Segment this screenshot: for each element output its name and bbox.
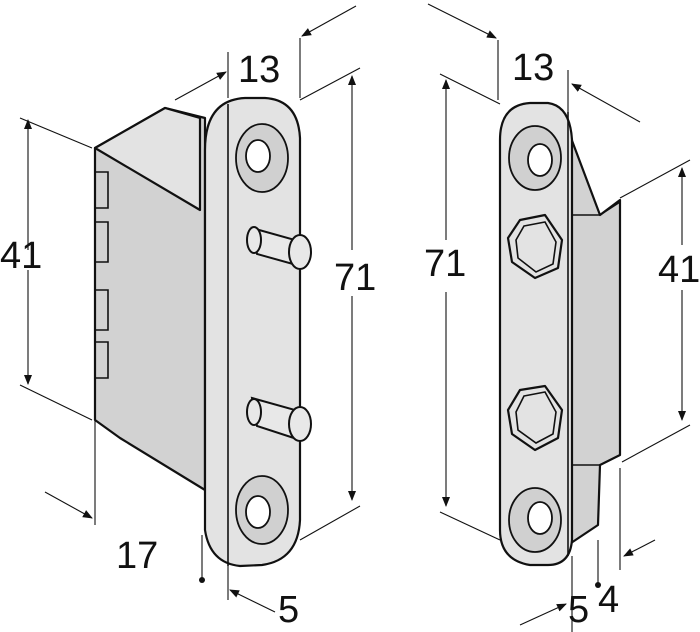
- right-dim-height-body: 41: [658, 249, 700, 291]
- right-dim-offset: 4: [598, 579, 619, 621]
- left-connector-part: [93, 96, 312, 568]
- right-dim-width-top: 13: [512, 47, 554, 89]
- left-dim-depth: 17: [116, 535, 158, 577]
- right-top-screw-hole-inner: [527, 143, 553, 177]
- left-upper-pin: [246, 226, 312, 270]
- right-dim-height-total: 71: [424, 243, 466, 285]
- left-top-screw-hole-inner: [245, 139, 271, 173]
- left-dim-height-body: 41: [0, 235, 42, 277]
- left-dimensions: [19, 5, 361, 613]
- right-side-body: [566, 128, 622, 547]
- left-top-face: [93, 106, 202, 212]
- right-lower-hex-nut: [506, 384, 564, 452]
- left-dim-height-total: 71: [334, 257, 376, 299]
- left-dim-width-top: 13: [238, 49, 280, 91]
- left-lower-pin: [246, 396, 312, 442]
- right-front-plate: [498, 101, 574, 567]
- right-dim-thickness: 5: [568, 589, 589, 631]
- left-dim-thickness: 5: [278, 589, 299, 631]
- right-dimensions: [427, 3, 691, 632]
- right-bottom-screw-hole-inner: [527, 501, 553, 535]
- right-connector-part: [498, 101, 622, 567]
- left-bottom-screw-hole-inner: [245, 495, 271, 529]
- right-upper-hex-nut: [506, 213, 564, 280]
- left-notches: [95, 171, 109, 379]
